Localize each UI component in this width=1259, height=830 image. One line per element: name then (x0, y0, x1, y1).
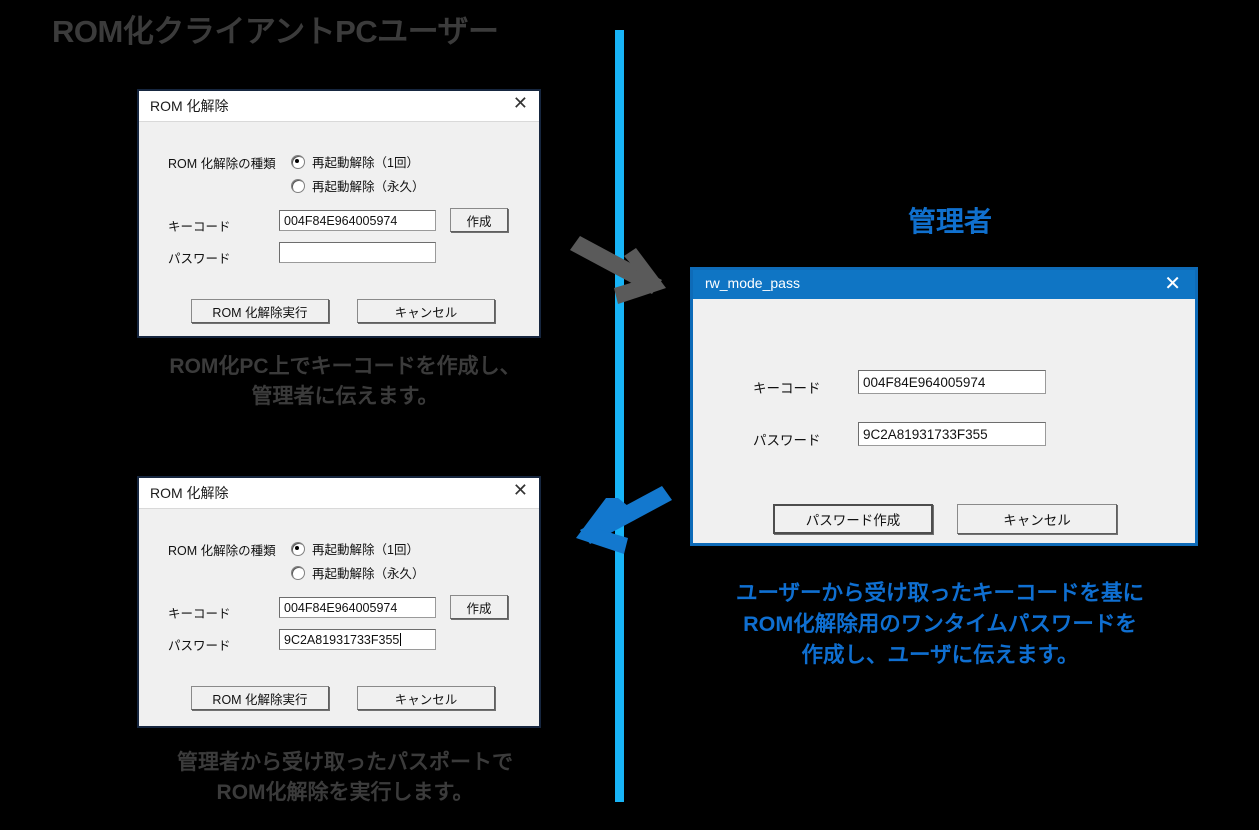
titlebar: rw_mode_pass ✕ (693, 270, 1195, 299)
radio-button-icon[interactable] (291, 178, 305, 193)
dialog-title: ROM 化解除 (150, 98, 229, 114)
radio-label: 再起動解除（1回） (312, 156, 419, 170)
key-code-input[interactable]: 004F84E964005974 (279, 210, 436, 231)
arrow-admin-to-user-icon (576, 486, 672, 554)
radio-reboot-once[interactable]: 再起動解除（1回） (291, 152, 419, 171)
label-key-code: キーコード (753, 381, 821, 396)
create-key-button[interactable]: 作成 (450, 595, 508, 619)
radio-reboot-once[interactable]: 再起動解除（1回） (291, 539, 419, 558)
radio-label: 再起動解除（永久） (312, 180, 425, 194)
dialog-body: キーコード 004F84E964005974 パスワード 9C2A8193173… (693, 299, 1195, 541)
arrow-user-to-admin-icon (570, 236, 666, 304)
password-input[interactable] (279, 242, 436, 263)
dialog-body: ROM 化解除の種類 再起動解除（1回） 再起動解除（永久） キーコード 004… (139, 122, 539, 336)
close-icon[interactable]: ✕ (1164, 273, 1181, 295)
caption-create-key-code: ROM化PC上でキーコードを作成し、管理者に伝えます。 (169, 355, 521, 409)
create-password-button[interactable]: パスワード作成 (773, 504, 933, 534)
cancel-button[interactable]: キャンセル (357, 299, 495, 323)
label-password: パスワード (168, 639, 231, 653)
page-title-admin-side: 管理者 (907, 206, 992, 237)
titlebar: ROM 化解除 ✕ (139, 478, 539, 509)
radio-button-icon[interactable] (291, 565, 305, 580)
execute-release-button[interactable]: ROM 化解除実行 (191, 686, 329, 710)
vertical-divider (615, 30, 624, 802)
radio-reboot-permanent[interactable]: 再起動解除（永久） (291, 563, 425, 582)
radio-button-icon[interactable] (291, 541, 305, 556)
titlebar: ROM 化解除 ✕ (139, 91, 539, 122)
radio-label: 再起動解除（1回） (312, 543, 419, 557)
key-code-input[interactable]: 004F84E964005974 (858, 370, 1046, 394)
key-code-input[interactable]: 004F84E964005974 (279, 597, 436, 618)
radio-reboot-permanent[interactable]: 再起動解除（永久） (291, 176, 425, 195)
dialog-body: ROM 化解除の種類 再起動解除（1回） 再起動解除（永久） キーコード 004… (139, 509, 539, 726)
label-release-type: ROM 化解除の種類 (168, 157, 276, 171)
cancel-button[interactable]: キャンセル (957, 504, 1117, 534)
label-key-code: キーコード (168, 607, 231, 621)
dialog-rw-mode-pass[interactable]: rw_mode_pass ✕ キーコード 004F84E964005974 パス… (690, 267, 1198, 546)
label-password: パスワード (753, 433, 821, 448)
radio-label: 再起動解除（永久） (312, 567, 425, 581)
close-icon[interactable]: ✕ (512, 480, 528, 500)
password-input[interactable]: 9C2A81931733F355 (279, 629, 436, 650)
label-release-type: ROM 化解除の種類 (168, 544, 276, 558)
label-key-code: キーコード (168, 220, 231, 234)
label-password: パスワード (168, 252, 231, 266)
password-input[interactable]: 9C2A81931733F355 (858, 422, 1046, 446)
dialog-title: ROM 化解除 (150, 485, 229, 501)
dialog-rom-release-top[interactable]: ROM 化解除 ✕ ROM 化解除の種類 再起動解除（1回） 再起動解除（永久）… (137, 89, 541, 338)
dialog-rom-release-bottom[interactable]: ROM 化解除 ✕ ROM 化解除の種類 再起動解除（1回） 再起動解除（永久）… (137, 476, 541, 728)
dialog-title: rw_mode_pass (705, 275, 800, 291)
execute-release-button[interactable]: ROM 化解除実行 (191, 299, 329, 323)
radio-button-icon[interactable] (291, 154, 305, 169)
cancel-button[interactable]: キャンセル (357, 686, 495, 710)
page-title-user-side: ROM化クライアントPCユーザー (52, 14, 499, 49)
close-icon[interactable]: ✕ (512, 93, 528, 113)
create-key-button[interactable]: 作成 (450, 208, 508, 232)
